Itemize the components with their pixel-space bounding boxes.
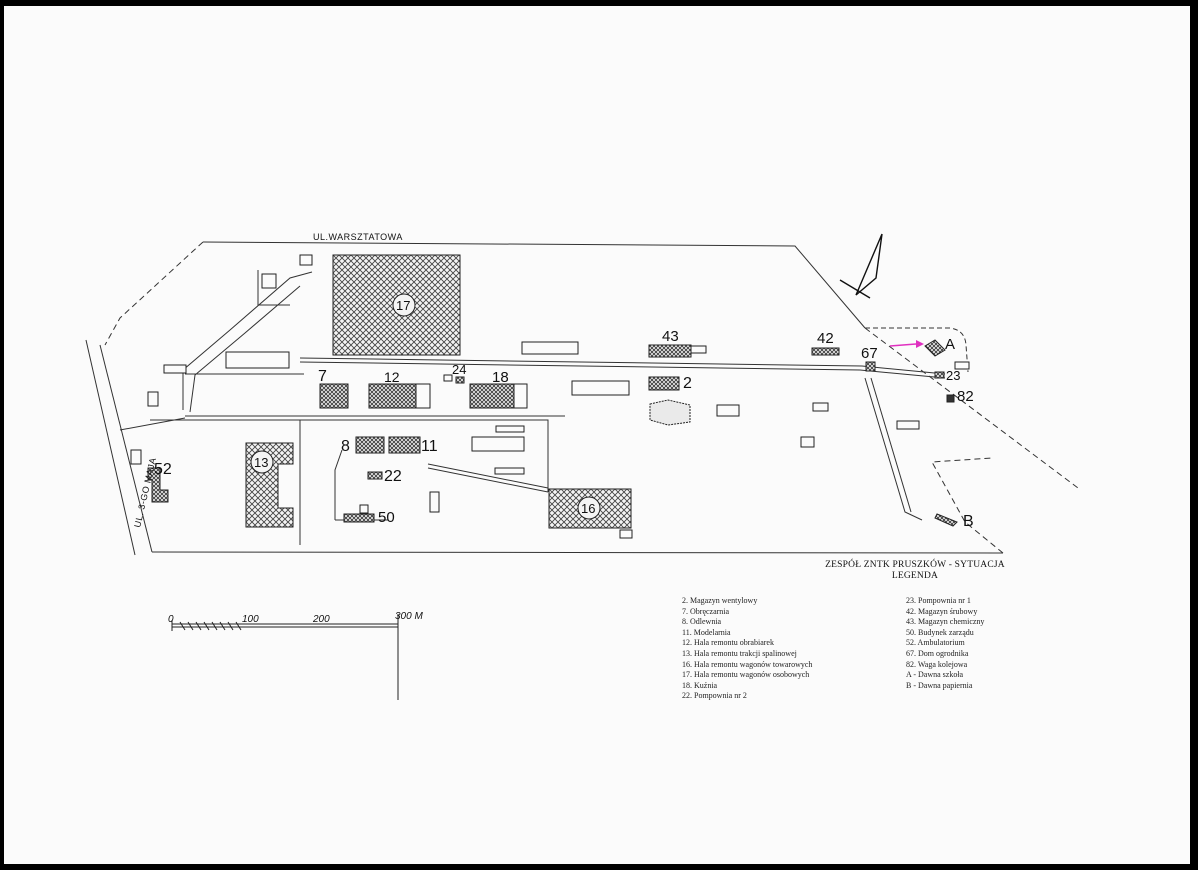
label-12: 12 xyxy=(384,369,400,385)
legend-item: 50. Budynek zarządu xyxy=(906,627,974,637)
label-23: 23 xyxy=(946,368,960,383)
building-8 xyxy=(355,436,385,454)
building-22 xyxy=(367,471,383,480)
building-52 xyxy=(147,467,169,503)
legend-item: 82. Waga kolejowa xyxy=(906,659,968,669)
scale-tick-200: 200 xyxy=(312,614,330,625)
building-main-2 xyxy=(649,399,691,426)
label-24: 24 xyxy=(452,362,466,377)
scale-tick-100: 100 xyxy=(242,614,259,625)
label-18: 18 xyxy=(492,369,509,386)
building-67 xyxy=(865,361,876,372)
building-82 xyxy=(946,394,955,403)
legend-item: 22. Pompownia nr 2 xyxy=(682,691,747,701)
legend-item: 52. Ambulatorium xyxy=(906,638,965,648)
legend-header: ZESPÓŁ ZNTK PRUSZKÓW - SYTUACJA LEGENDA xyxy=(800,560,1030,582)
label-16: 16 xyxy=(581,501,595,516)
marker-arrow-icon xyxy=(889,340,924,348)
label-11: 11 xyxy=(421,438,438,455)
building-7 xyxy=(319,383,349,409)
label-a: A xyxy=(945,336,955,353)
building-43 xyxy=(648,344,692,358)
building-50 xyxy=(343,513,375,523)
map-title: ZESPÓŁ ZNTK PRUSZKÓW - SYTUACJA xyxy=(825,560,1005,570)
building-23 xyxy=(934,371,945,379)
label-67: 67 xyxy=(861,345,878,362)
building-12 xyxy=(368,383,417,409)
building-b xyxy=(934,513,958,527)
legend-item: 43. Magazyn chemiczny xyxy=(906,617,985,627)
building-18 xyxy=(469,383,515,409)
label-7: 7 xyxy=(318,368,327,385)
legend-item: 12. Hala remontu obrabiarek xyxy=(682,638,774,648)
label-8: 8 xyxy=(341,438,350,455)
site-boundary xyxy=(85,241,1079,556)
label-13: 13 xyxy=(254,455,268,470)
scale-bar xyxy=(171,614,399,700)
legend-item: 67. Dom ogrodnika xyxy=(906,648,969,658)
legend-item: 23. Pompownia nr 1 xyxy=(906,596,971,605)
legend-item: 16. Hala remontu wagonów towarowych xyxy=(682,659,813,669)
building-42 xyxy=(811,347,840,356)
building-labels: 17 16 13 43 42 67 A 7 12 24 18 2 23 82 8… xyxy=(154,293,974,530)
north-arrow-icon xyxy=(839,233,883,299)
legend-item: B - Dawna papiernia xyxy=(906,680,973,690)
scale-tick-0: 0 xyxy=(168,614,174,625)
building-24 xyxy=(455,376,465,384)
label-82: 82 xyxy=(957,388,974,405)
street-label-top: UL.WARSZTATOWA xyxy=(313,232,403,242)
label-b: B xyxy=(963,513,974,530)
legend-item: 18. Kuźnia xyxy=(682,680,718,690)
building-11 xyxy=(388,436,421,454)
legend-item: A - Dawna szkoła xyxy=(906,670,964,680)
legend-item: 2. Magazyn wentylowy xyxy=(682,596,758,605)
label-42: 42 xyxy=(817,330,834,347)
legend-item: 8. Odlewnia xyxy=(682,617,722,627)
label-50: 50 xyxy=(378,509,395,526)
building-a xyxy=(924,339,946,357)
scale-tick-300: 300 M xyxy=(395,611,423,622)
building-2 xyxy=(648,376,680,391)
label-2: 2 xyxy=(683,375,692,392)
label-17: 17 xyxy=(396,298,410,313)
legend-item: 17. Hala remontu wagonów osobowych xyxy=(682,670,810,680)
paper-sheet xyxy=(4,6,1190,864)
legend-subtitle: LEGENDA xyxy=(891,571,939,581)
label-52: 52 xyxy=(154,461,172,478)
legend-item: 11. Modelarnia xyxy=(682,627,731,637)
legend-item: 42. Magazyn śrubowy xyxy=(906,606,978,616)
legend-item: 13. Hala remontu trakcji spalinowej xyxy=(682,648,797,658)
roads xyxy=(119,270,946,545)
label-43: 43 xyxy=(662,328,679,345)
buildings-outline xyxy=(130,254,970,539)
legend-item: 7. Obręczarnia xyxy=(682,606,730,616)
label-22: 22 xyxy=(384,468,402,485)
